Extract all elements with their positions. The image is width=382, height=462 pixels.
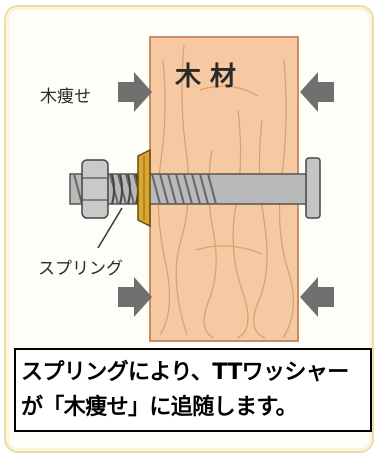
bolt: [69, 157, 321, 219]
tt-washer: [137, 148, 151, 228]
wood-label: 木 材: [174, 62, 236, 92]
spring: [111, 173, 139, 205]
arrow-left-icon: [300, 277, 334, 317]
caption-box: スプリングにより、TTワッシャー が「木痩せ」に追随します。: [14, 348, 372, 432]
caption-line-1: スプリングにより、TTワッシャー: [21, 360, 349, 385]
caption-line-2: が「木痩せ」に追随します。: [21, 395, 298, 420]
wood-shrink-label: 木痩せ: [40, 87, 91, 107]
spring-label: スプリング: [38, 259, 123, 279]
spring-leader-line: [97, 207, 123, 249]
hex-nut: [81, 159, 109, 219]
arrow-left-icon: [300, 72, 334, 112]
arrow-right-icon: [118, 72, 152, 112]
arrow-right-icon: [118, 277, 152, 317]
